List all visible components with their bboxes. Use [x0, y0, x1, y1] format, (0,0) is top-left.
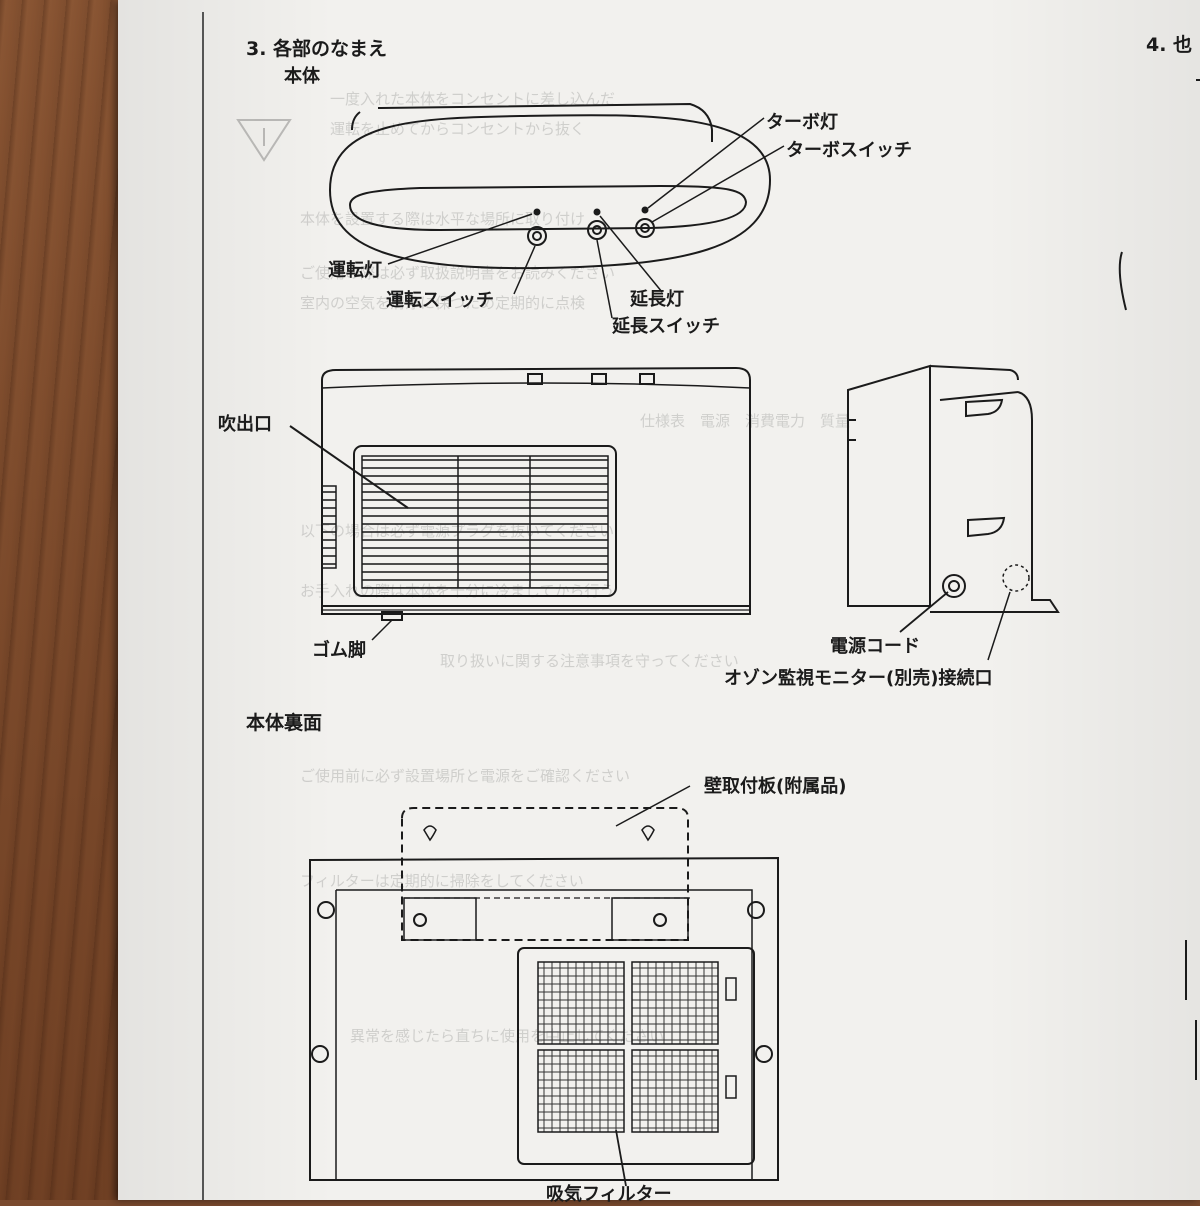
- label-extend-lamp: 延長灯: [630, 289, 684, 310]
- label-run-lamp: 運転灯: [328, 260, 382, 281]
- front-view-drawing: [289, 366, 751, 641]
- label-power-cord: 電源コード: [830, 636, 920, 657]
- label-wall-plate: 壁取付板(附属品): [704, 776, 847, 797]
- subheading-main-unit: 本体: [284, 66, 320, 87]
- label-turbo-switch: ターボスイッチ: [786, 140, 912, 161]
- margin-line: [202, 12, 204, 1200]
- label-rubber-feet: ゴム脚: [312, 640, 366, 661]
- back-view-drawing: [309, 785, 779, 1187]
- label-ozone-port: オゾン監視モニター(別売)接続口: [724, 668, 993, 689]
- label-outlet: 吹出口: [218, 414, 272, 435]
- side-view-drawing: [847, 364, 1060, 661]
- label-turbo-lamp: ターボ灯: [766, 112, 838, 133]
- label-extend-switch: 延長スイッチ: [612, 316, 720, 337]
- label-run-switch: 運転スイッチ: [386, 290, 494, 311]
- top-view-drawing: [328, 102, 785, 319]
- warning-icon: [236, 119, 292, 162]
- section-heading: 3. 各部のなまえ: [246, 38, 388, 60]
- subheading-back-side: 本体裏面: [246, 712, 323, 734]
- next-section-heading: 4. 也: [1146, 34, 1193, 56]
